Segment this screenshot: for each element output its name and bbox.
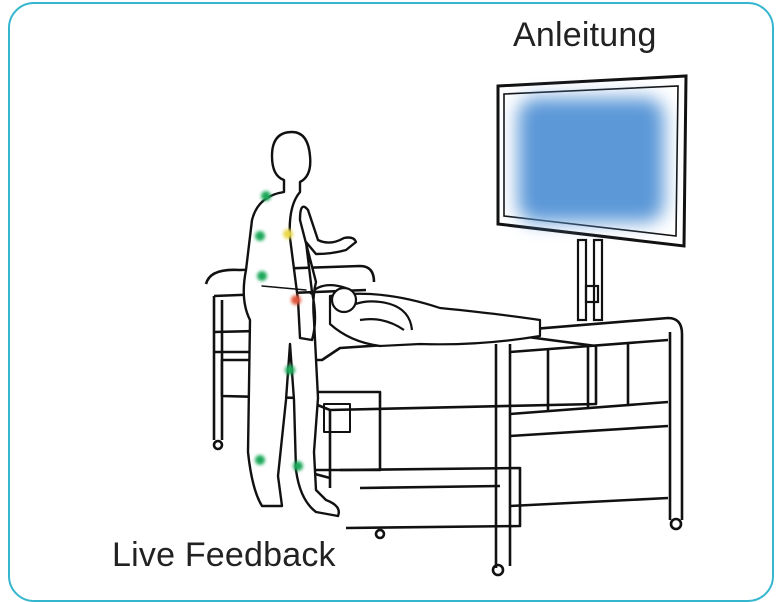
sensor-dot-green [293,461,303,471]
patient [310,285,540,346]
sensor-dot-green [255,231,265,241]
instruction-label: Anleitung [513,16,657,55]
sensor-dot-red [291,295,301,305]
live-feedback-label: Live Feedback [112,536,336,575]
sensor-dot-green [261,191,271,201]
monitor [498,76,686,246]
monitor-stand [578,240,602,320]
sensor-dot-green [285,365,295,375]
sensor-dot-green [255,455,265,465]
sensor-dot-green [257,271,267,281]
sensor-dot-yellow [283,229,293,239]
scene-illustration [0,0,782,578]
screen-glow [518,98,664,222]
